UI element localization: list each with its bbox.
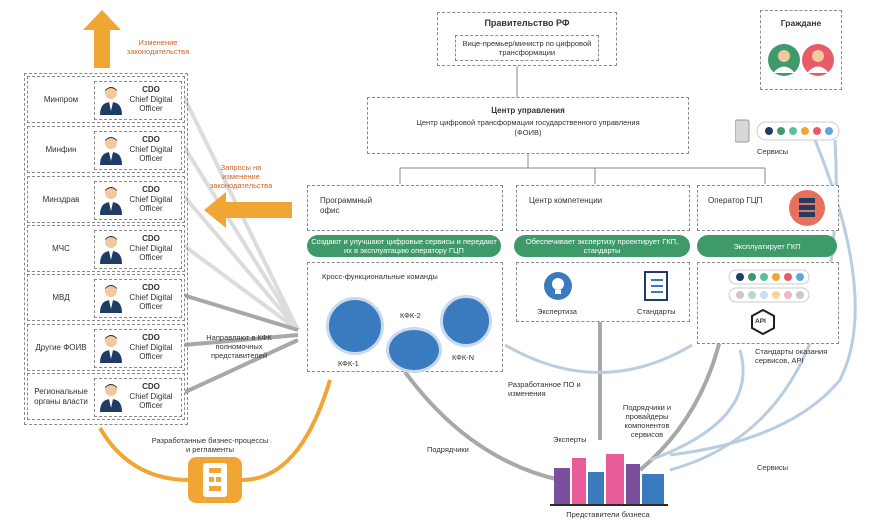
cross-functional-box: Кросс-функциональные команды КФК-1 КФК-2… xyxy=(307,262,503,373)
team-label: КФК-N xyxy=(452,353,475,362)
requests-label: Запросы на изменение законодательства xyxy=(209,163,273,190)
ministry-row: Другие ФОИВ CDO Chief Digital Officer xyxy=(27,324,185,371)
cdo-card: CDO Chief Digital Officer xyxy=(94,131,182,170)
city-skyline-icon xyxy=(550,454,668,506)
citizens-icon xyxy=(768,44,834,76)
api-icon xyxy=(751,309,775,335)
person-icon xyxy=(100,285,122,313)
left-arrow-icon xyxy=(204,192,292,228)
cdo-subtitle: Chief Digital Officer xyxy=(129,95,173,113)
cdo-title: CDO xyxy=(142,185,160,194)
service-dots-icon xyxy=(728,269,810,303)
bulb-icon xyxy=(544,272,572,300)
operator-box: Оператор ГЦП xyxy=(697,185,839,231)
regulations-icon xyxy=(188,457,242,503)
team-circle xyxy=(326,297,384,355)
team-label: КФК-1 xyxy=(338,359,359,368)
send-label: Направляют в КФК полномочных представите… xyxy=(206,333,272,360)
government-sub: Вице-премьер/министр по цифровой трансфо… xyxy=(455,35,599,61)
team-label: КФК-2 xyxy=(400,311,421,320)
cdo-title: CDO xyxy=(142,85,160,94)
program-office-bar: Создают и улучшают цифровые сервисы и пе… xyxy=(307,235,501,257)
cdo-subtitle: Chief Digital Officer xyxy=(129,293,173,311)
ministry-row: Минфин CDO Chief Digital Officer xyxy=(27,126,185,173)
providers-label: Подрядчики и провайдеры компонентов серв… xyxy=(622,403,672,439)
up-arrow-icon xyxy=(83,10,121,68)
ministry-name: МЧС xyxy=(52,243,70,253)
team-circle xyxy=(440,295,492,347)
cdo-title: CDO xyxy=(142,135,160,144)
standards-label: Стандарты xyxy=(637,307,676,316)
operator-bar: Эксплуатирует ГКП xyxy=(697,235,837,257)
services-label: Сервисы xyxy=(757,147,789,156)
competence-center-box: Центр компетенции xyxy=(516,185,690,231)
services-bottom-label: Сервисы xyxy=(757,463,789,472)
program-office-title: Программный офис xyxy=(320,196,373,215)
developed-software-label: Разработанное ПО и изменения xyxy=(508,380,581,398)
ministry-name: Другие ФОИВ xyxy=(35,342,87,352)
expertise-label: Экспертиза xyxy=(537,307,577,316)
ministry-name: Минпром xyxy=(43,94,79,104)
citizens-box: Граждане xyxy=(760,10,842,90)
control-center-sub: Центр цифровой трансформации государстве… xyxy=(416,118,640,137)
contractors-label: Подрядчики xyxy=(427,445,469,454)
checklist-icon xyxy=(644,271,668,301)
operator-detail-box: API xyxy=(697,262,839,344)
person-icon xyxy=(100,384,122,412)
operator-title: Оператор ГЦП xyxy=(708,196,763,205)
cdo-card: CDO Chief Digital Officer xyxy=(94,279,182,318)
cdo-card: CDO Chief Digital Officer xyxy=(94,230,182,269)
citizens-title: Граждане xyxy=(780,18,822,28)
ministry-name: МВД xyxy=(52,292,70,302)
business-processes-label: Разработанные бизнес-процессы и регламен… xyxy=(151,436,269,454)
cdo-subtitle: Chief Digital Officer xyxy=(129,145,173,163)
control-center-title: Центр управления xyxy=(491,106,565,115)
cdo-subtitle: Chief Digital Officer xyxy=(129,343,173,361)
experts-label: Эксперты xyxy=(553,435,587,444)
team-circle xyxy=(386,327,442,373)
ministry-name: Минфин xyxy=(45,144,77,154)
business-reps-label: Представители бизнеса xyxy=(566,510,650,519)
ministry-row: Минздрав CDO Chief Digital Officer xyxy=(27,176,185,223)
ministry-row: МЧС CDO Chief Digital Officer xyxy=(27,225,185,272)
cdo-title: CDO xyxy=(142,283,160,292)
api-label: API xyxy=(755,318,766,325)
ministry-name: Минздрав xyxy=(42,194,80,204)
cdo-card: CDO Chief Digital Officer xyxy=(94,378,182,417)
ministry-row: Минпром CDO Chief Digital Officer xyxy=(27,76,185,123)
cross-functional-title: Кросс-функциональные команды xyxy=(322,272,438,281)
cdo-title: CDO xyxy=(142,382,160,391)
person-icon xyxy=(100,236,122,264)
government-box: Правительство РФ Вице-премьер/министр по… xyxy=(437,12,617,66)
services-pill xyxy=(735,119,840,143)
cdo-subtitle: Chief Digital Officer xyxy=(129,392,173,410)
government-title: Правительство РФ xyxy=(484,18,570,28)
ministry-row: МВД CDO Chief Digital Officer xyxy=(27,274,185,321)
ministry-row: Региональные органы власти CDO Chief Dig… xyxy=(27,373,185,420)
cdo-title: CDO xyxy=(142,234,160,243)
ministries-container xyxy=(24,73,188,425)
operator-standards-label: Стандарты оказания сервисов, API xyxy=(755,347,828,365)
top-arrow-label: Изменение законодательства xyxy=(126,38,190,56)
cdo-card: CDO Chief Digital Officer xyxy=(94,329,182,368)
competence-detail-box: Экспертиза Стандарты xyxy=(516,262,690,322)
cdo-title: CDO xyxy=(142,333,160,342)
cdo-subtitle: Chief Digital Officer xyxy=(129,244,173,262)
ministry-name: Региональные органы власти xyxy=(34,386,88,406)
program-office-box: Программный офис xyxy=(307,185,503,231)
competence-center-title: Центр компетенции xyxy=(529,196,603,205)
person-icon xyxy=(100,87,122,115)
person-icon xyxy=(100,335,122,363)
person-icon xyxy=(100,137,122,165)
person-icon xyxy=(100,187,122,215)
competence-center-bar: Обеспечивает экспертизу проектирует ГКП,… xyxy=(514,235,690,257)
cdo-card: CDO Chief Digital Officer xyxy=(94,181,182,220)
cdo-card: CDO Chief Digital Officer xyxy=(94,81,182,120)
server-icon xyxy=(789,190,825,226)
control-center-box: Центр управления Центр цифровой трансфор… xyxy=(367,97,689,154)
cdo-subtitle: Chief Digital Officer xyxy=(129,195,173,213)
